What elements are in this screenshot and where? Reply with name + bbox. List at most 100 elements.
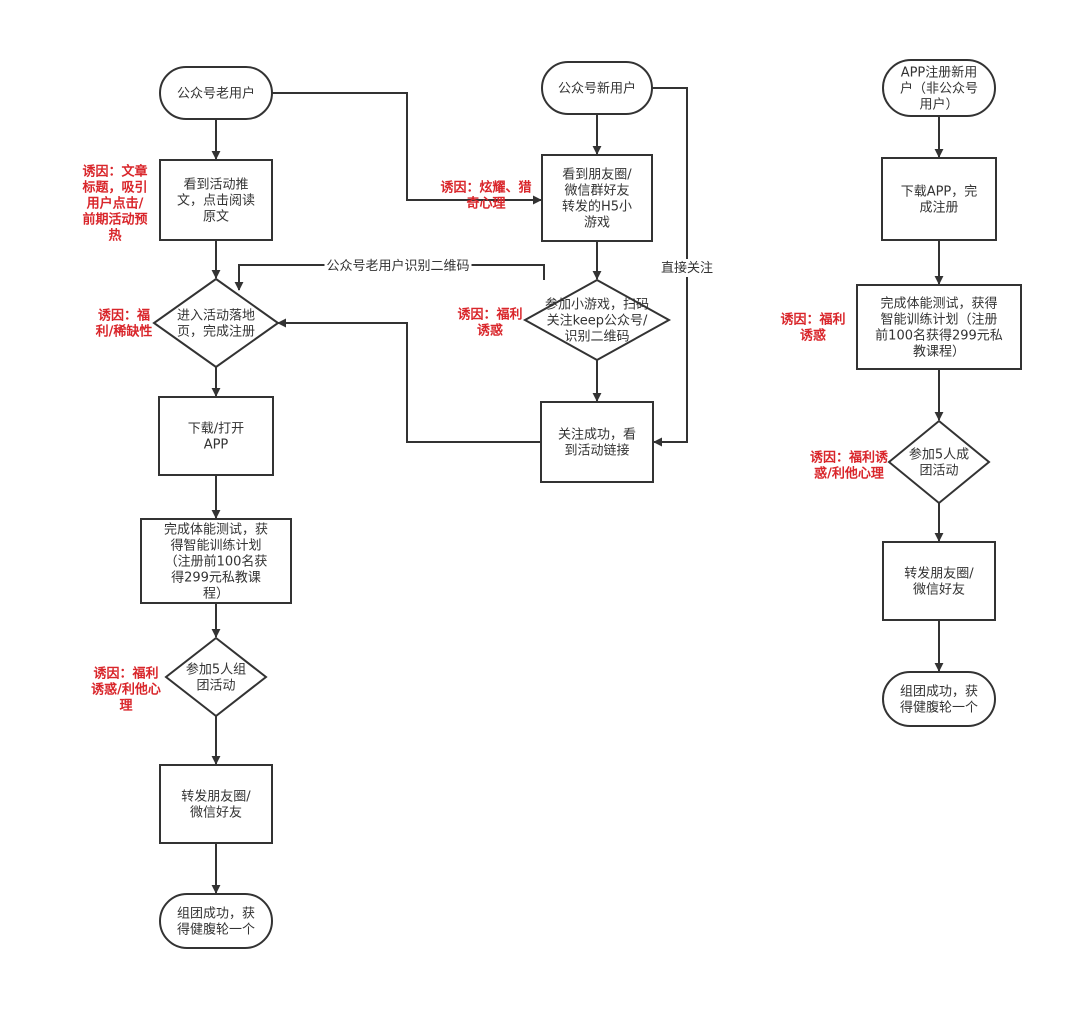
node-share-right-line: 转发朋友圈/ [904,566,974,582]
node-join-group-left-line: 团活动 [196,679,235,694]
note-game-motive-line: 诱因：福利 [457,307,522,323]
note-game-motive-line: 诱惑 [477,323,503,339]
annotation-layer: 诱因：文章标题，吸引用户点击/前期活动预热诱因：福利/稀缺性诱因：福利诱惑/利他… [81,164,889,714]
node-share-right: 转发朋友圈/微信好友 [882,541,996,621]
note-group-motive-right-line: 诱因：福利诱 [810,450,889,466]
node-join-group-right-line: 参加5人成 [909,447,969,463]
node-download-register-line: 下载APP，完 [901,185,978,200]
node-see-moments-line: 游戏 [584,216,610,231]
terminal-shape [882,671,996,727]
decision-diamond [164,636,268,718]
node-download-register-line: 成注册 [919,201,958,216]
note-fitness-motive-right-line: 诱惑 [800,328,826,344]
note-article-motive-line: 用户点击/ [86,196,144,212]
node-fitness-test-right-line: 智能训练计划（注册 [880,313,997,328]
decision-diamond [522,278,672,362]
edge-label-direct-follow-text: 直接关注 [661,260,713,276]
node-see-moments-line: 看到朋友圈/ [562,167,632,183]
node-fitness-test-right-line: 教课程） [913,344,965,360]
terminal-shape [159,893,273,949]
node-see-moments-line: 转发的H5小 [562,199,632,215]
node-read-article-line: 文，点击阅读 [177,194,255,209]
node-old-user-start-line: 公众号老用户 [177,86,255,102]
node-success-right-line: 组团成功，获 [900,685,978,700]
node-share-right-line: 微信好友 [913,582,965,598]
edge-follow-to-landing [277,318,541,443]
edge-label-scan-qr: 公众号老用户识别二维码 [324,257,472,275]
note-article-motive-line: 前期活动预 [82,212,147,228]
node-fitness-test-left-line: 得299元私教课 [171,570,261,586]
process-box [881,157,997,241]
node-fitness-test-right-line: 前100名获得299元私 [875,328,1003,344]
note-article-motive-line: 诱因：文章 [82,164,147,180]
node-old-user-start: 公众号老用户 [159,66,273,120]
node-landing-page-line: 页，完成注册 [177,325,255,340]
note-landing-motive-line: 诱因：福 [98,308,150,324]
node-download-register: 下载APP，完成注册 [881,157,997,241]
node-new-user-start: 公众号新用户 [541,61,653,115]
node-join-group-right-line: 团活动 [919,464,958,479]
node-success-left-line: 得健腹轮一个 [177,922,255,938]
decision-diamond [152,277,280,369]
node-follow-success-line: 关注成功，看 [558,427,636,443]
note-group-motive-right-line: 惑/利他心理 [814,466,884,482]
node-follow-success-line: 到活动链接 [564,443,629,459]
note-moments-motive-line: 奇心理 [466,196,505,212]
node-download-app-line: 下载/打开 [188,422,244,437]
node-read-article-line: 原文 [203,210,229,225]
node-landing-page-line: 进入活动落地 [177,309,255,324]
edge-old-user-to-moments [272,92,542,205]
process-box [541,154,653,242]
note-article-motive-line: 热 [108,228,121,244]
process-box [159,159,273,241]
process-box [159,764,273,844]
node-app-start-line: APP注册新用 [901,65,978,81]
note-group-motive-left-line: 诱惑/利他心 [91,682,161,698]
note-landing-motive: 诱因：福利/稀缺性 [96,308,153,340]
terminal-shape [541,61,653,115]
node-success-left-line: 组团成功，获 [177,907,255,922]
node-play-game-line: 识别二维码 [564,330,629,345]
node-fitness-test-right-line: 完成体能测试，获得 [880,296,997,312]
node-fitness-test-left-line: 完成体能测试，获 [164,523,268,538]
node-app-start-line: 用户） [919,97,958,113]
node-see-moments-line: 微信群好友 [564,183,629,199]
node-layer: 公众号老用户看到活动推文，点击阅读原文进入活动落地页，完成注册下载/打开APP完… [140,59,1022,949]
edge-label-layer: 公众号老用户识别二维码 直接关注 [324,257,716,277]
node-download-app-line: APP [204,438,229,453]
node-share-left-line: 转发朋友圈/ [181,789,251,805]
node-fitness-test-left-line: 程） [203,587,229,602]
node-app-start-line: 户（非公众号 [900,81,978,97]
note-group-motive-left-line: 理 [119,699,132,714]
note-fitness-motive-right-line: 诱因：福利 [780,312,845,328]
node-share-left: 转发朋友圈/微信好友 [159,764,273,844]
label-background [324,257,472,275]
node-join-group-left-line: 参加5人组 [186,662,246,678]
note-group-motive-left-line: 诱因：福利 [93,666,158,682]
decision-diamond [887,419,991,505]
node-fitness-test-left-line: （注册前100名获 [165,554,268,570]
process-box [158,396,274,476]
edge-label-direct-follow: 直接关注 [658,259,716,277]
process-box [856,284,1022,370]
terminal-shape [159,66,273,120]
node-fitness-test-left-line: 得智能训练计划 [170,538,261,554]
